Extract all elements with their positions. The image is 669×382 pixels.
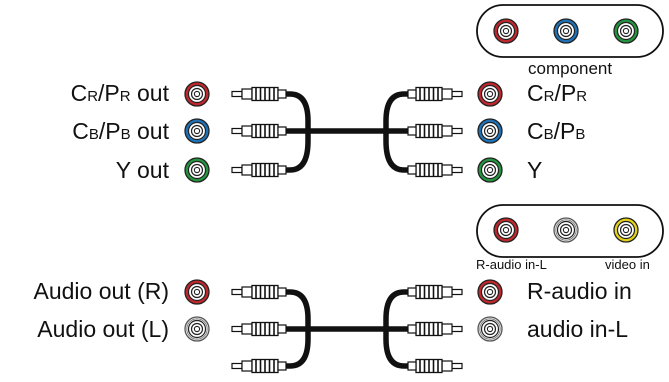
dest-label-cr: CR/PR xyxy=(527,80,588,106)
source-jack-audio-white xyxy=(184,316,210,342)
dest-jack-audio-white xyxy=(477,316,503,342)
source-label-audio-r: Audio out (R) xyxy=(33,278,169,304)
dest-label-y: Y xyxy=(527,157,543,183)
av-panel-jack-yellow xyxy=(613,217,639,243)
source-jack-blue xyxy=(184,118,210,144)
av-panel-jack-white xyxy=(553,217,579,243)
av-caption-audio: R-audio in-L xyxy=(476,257,547,272)
component-panel-jack-green xyxy=(613,18,639,44)
video-plug-left-0 xyxy=(231,86,287,102)
video-plug-right-1 xyxy=(407,123,463,139)
dest-jack-audio-red xyxy=(477,279,503,305)
dest-label-audio-in-l: audio in-L xyxy=(527,316,629,342)
dest-jack-green xyxy=(477,157,503,183)
source-jack-green xyxy=(184,157,210,183)
video-plug-left-2 xyxy=(231,162,287,178)
av-caption-video: video in xyxy=(605,257,650,272)
dest-jack-red xyxy=(477,81,503,107)
source-jack-audio-red xyxy=(184,279,210,305)
video-cable xyxy=(259,91,436,173)
dest-jack-blue xyxy=(477,118,503,144)
source-label-cr: CR/PR out xyxy=(70,80,169,106)
av-panel-jack-red xyxy=(493,217,519,243)
dest-label-cb: CB/PB xyxy=(527,118,586,144)
video-plug-right-2 xyxy=(407,162,463,178)
source-label-y: Y out xyxy=(115,157,169,183)
audio-plug-left-2 xyxy=(231,358,287,374)
source-label-audio-l: Audio out (L) xyxy=(37,316,169,342)
dest-label-r-audio-in: R-audio in xyxy=(527,278,632,304)
audio-plug-left-1 xyxy=(231,321,287,337)
component-panel-jack-red xyxy=(493,18,519,44)
source-label-cb: CB/PB out xyxy=(72,118,169,144)
audio-plug-left-0 xyxy=(231,284,287,300)
audio-plug-right-0 xyxy=(407,284,463,300)
audio-cable xyxy=(259,289,436,369)
component-caption: component xyxy=(528,59,613,78)
audio-plug-right-2 xyxy=(407,358,463,374)
audio-plug-right-1 xyxy=(407,321,463,337)
source-jack-red xyxy=(184,81,210,107)
component-panel-jack-blue xyxy=(553,18,579,44)
video-plug-right-0 xyxy=(407,86,463,102)
video-plug-left-1 xyxy=(231,123,287,139)
